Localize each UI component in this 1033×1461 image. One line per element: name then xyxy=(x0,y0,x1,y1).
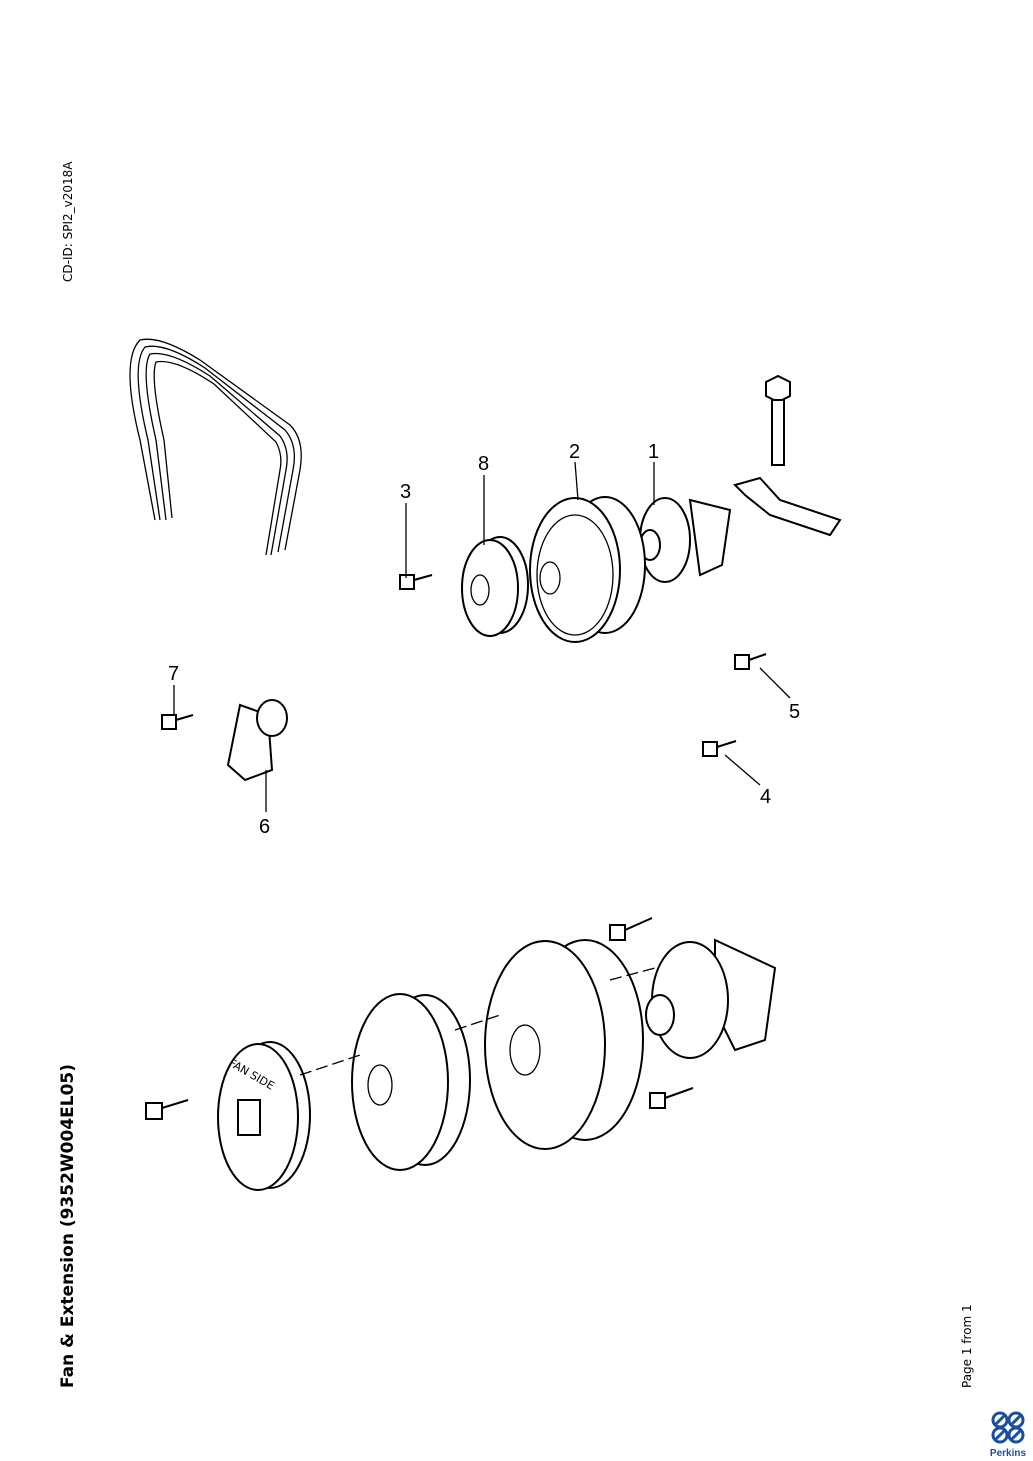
leader-lines xyxy=(173,461,791,812)
lower-bolt-bottom xyxy=(649,1087,694,1109)
callout-3: 3 xyxy=(400,481,411,503)
perkins-wordmark: Perkins xyxy=(990,1448,1027,1459)
callout-8: 8 xyxy=(478,453,489,475)
callout-labels: 1 2 3 4 5 6 7 8 xyxy=(168,441,800,838)
callout-5: 5 xyxy=(789,701,800,723)
long-bolt xyxy=(765,374,791,466)
belt-tensioner xyxy=(226,699,288,782)
drive-belt xyxy=(129,338,302,556)
crankshaft-pulley xyxy=(529,496,646,643)
callout-1: 1 xyxy=(648,441,659,463)
water-pump-hub xyxy=(639,497,732,583)
bolt-7 xyxy=(161,714,194,730)
bolt-3 xyxy=(399,574,433,590)
callout-6: 6 xyxy=(259,816,270,838)
mounting-bracket xyxy=(733,476,842,537)
lower-bolt-left xyxy=(145,1099,189,1120)
callout-4: 4 xyxy=(760,786,771,808)
bolt-4 xyxy=(702,740,737,757)
lower-bolt-top xyxy=(609,917,653,941)
bolt-5 xyxy=(734,653,767,670)
lower-assembly: FAN SIDE xyxy=(145,917,777,1191)
callout-7: 7 xyxy=(168,663,179,685)
fan-side-damper xyxy=(461,536,529,637)
perkins-logo: Perkins xyxy=(990,1411,1027,1459)
callout-2: 2 xyxy=(569,441,580,463)
